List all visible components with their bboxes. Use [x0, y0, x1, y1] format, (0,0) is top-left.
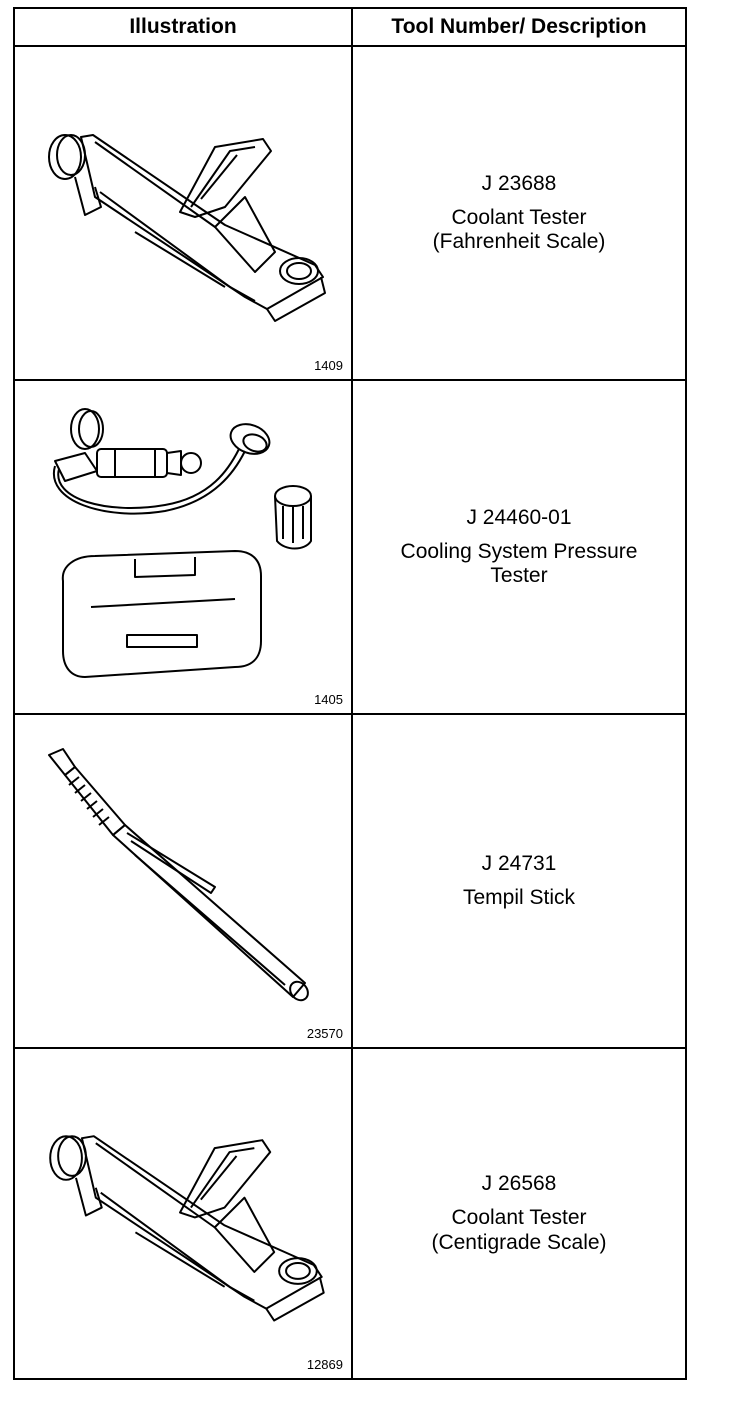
figure-number: 12869: [306, 1357, 343, 1372]
figure-number: 1409: [314, 358, 343, 373]
illustration-cell-3: 23570: [15, 715, 351, 1047]
figure-number: 1405: [314, 692, 343, 707]
illustration-cell-1: 1409: [15, 47, 351, 379]
header-divider: [15, 45, 685, 47]
description-cell-3: J 24731 Tempil Stick: [353, 715, 685, 1047]
tool-number: J 24731: [481, 851, 557, 875]
tool-number: J 23688: [481, 171, 557, 195]
header-illustration: Illustration: [129, 15, 237, 38]
tool-description-line-2: (Fahrenheit Scale): [432, 230, 606, 254]
refractometer-icon: [49, 1135, 325, 1322]
row-divider: [15, 713, 685, 715]
description-cell-4: J 26568 Coolant Tester (Centigrade Scale…: [353, 1049, 685, 1378]
description-cell-2: J 24460-01 Cooling System Pressure Teste…: [353, 381, 685, 713]
row-divider: [15, 379, 685, 381]
figure-number: 23570: [306, 1026, 343, 1041]
tool-description-line-1: Cooling System Pressure: [400, 539, 638, 563]
tool-number: J 24460-01: [466, 505, 572, 529]
row-divider: [15, 1047, 685, 1049]
tool-description-line-1: Tempil Stick: [462, 886, 576, 909]
tool-description-line-2: (Centigrade Scale): [431, 1230, 607, 1254]
header-description: Tool Number/ Description: [391, 15, 647, 38]
refractometer-icon: [48, 134, 326, 322]
illustration-cell-4: 12869: [15, 1049, 351, 1378]
illustration-cell-2: 1405: [15, 381, 351, 713]
description-cell-1: J 23688 Coolant Tester (Fahrenheit Scale…: [353, 47, 685, 379]
column-divider: [351, 9, 353, 1378]
tool-description-line-2: Tester: [490, 564, 548, 588]
tool-description-line-1: Coolant Tester: [451, 205, 587, 229]
tool-table: Illustration Tool Number/ Description: [13, 7, 687, 1380]
tempil-stick-icon: [48, 748, 309, 1002]
pressure-tester-kit-icon: [52, 408, 312, 678]
tool-description-line-1: Coolant Tester: [451, 1206, 587, 1230]
tool-number: J 26568: [481, 1172, 557, 1196]
